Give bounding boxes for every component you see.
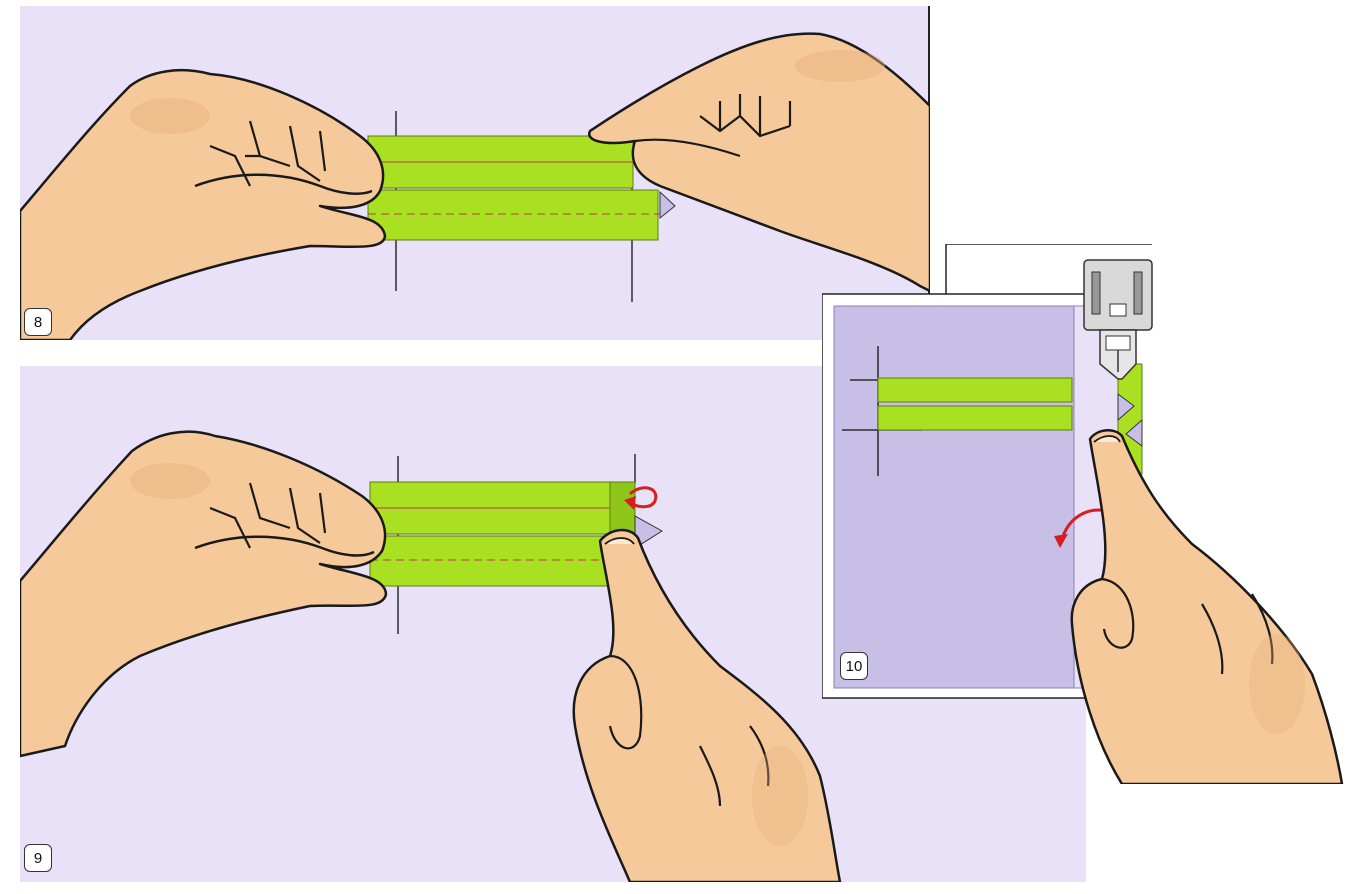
step-number-badge: 10 bbox=[840, 652, 868, 680]
step-10-illustration bbox=[822, 244, 1344, 784]
step-number-badge: 9 bbox=[24, 844, 52, 872]
step-8-panel: 8 bbox=[20, 6, 930, 340]
green-strip-bottom bbox=[877, 405, 1073, 431]
pointing-finger-icon bbox=[572, 528, 842, 882]
left-hand-icon bbox=[20, 430, 388, 758]
green-strip-top bbox=[367, 135, 634, 189]
step-8-illustration bbox=[20, 6, 930, 340]
purple-fabric bbox=[833, 305, 1075, 689]
step-number-badge: 8 bbox=[24, 308, 52, 336]
right-hand-icon bbox=[588, 32, 930, 293]
green-strip-top bbox=[877, 377, 1073, 403]
green-strip-top bbox=[369, 481, 636, 535]
pointing-finger-icon bbox=[1070, 429, 1344, 784]
left-hand-icon bbox=[20, 68, 387, 340]
green-strip-bottom bbox=[369, 535, 636, 587]
curved-arrow-icon bbox=[628, 486, 658, 509]
green-strip-bottom bbox=[367, 189, 660, 241]
step-10-panel: 10 bbox=[822, 244, 1346, 784]
presser-foot-icon bbox=[1083, 259, 1153, 380]
